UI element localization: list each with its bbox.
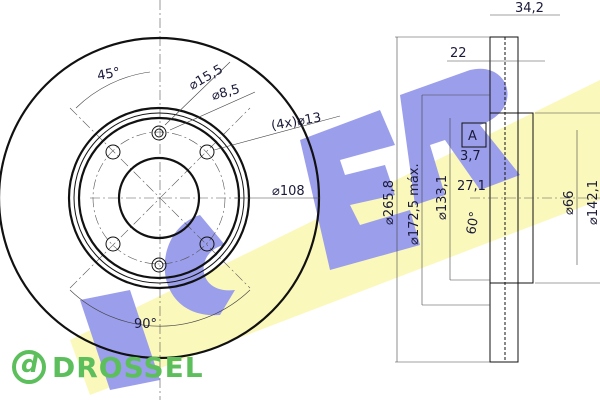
bolt-holes: [105, 125, 215, 273]
offset-27-1-label: 27,1: [457, 179, 486, 194]
angle-45-label: 45°: [96, 65, 121, 84]
diameter-133-1-label: ⌀133,1: [435, 175, 450, 220]
drossel-logo: d DROSSEL: [12, 350, 204, 384]
diameter-142-1-label: ⌀142,1: [586, 180, 600, 225]
center-bore: [117, 156, 201, 240]
bolt-holes-label: (4x)⌀13: [270, 110, 322, 134]
icer-logo-watermark: [70, 68, 600, 395]
diameter-66-label: ⌀66: [562, 191, 577, 215]
side-view: 34,2 22 A 3,7 27,1 60° ⌀265,8 ⌀172,5 máx…: [382, 1, 600, 363]
datum-a-box: [461, 122, 487, 148]
drossel-name: DROSSEL: [52, 350, 204, 384]
pcd-label: ⌀108: [272, 184, 305, 199]
datum-label: A: [468, 129, 477, 144]
front-view: 45° ⌀15,5 ⌀8,5 (4x)⌀13 ⌀108 90°: [0, 0, 341, 400]
drossel-mark-icon: d: [12, 350, 46, 384]
offset-3-7-label: 3,7: [460, 149, 481, 164]
angle-60-label: 60°: [464, 210, 483, 235]
max-diameter-label: ⌀172,5 máx.: [407, 163, 422, 245]
thickness-label: 34,2: [515, 1, 544, 16]
angle-90-label: 90°: [134, 317, 157, 332]
outer-diameter-label: ⌀265,8: [382, 180, 397, 225]
disc-thickness-label: 22: [450, 46, 467, 61]
diameter-8-5-label: ⌀8,5: [210, 82, 241, 104]
